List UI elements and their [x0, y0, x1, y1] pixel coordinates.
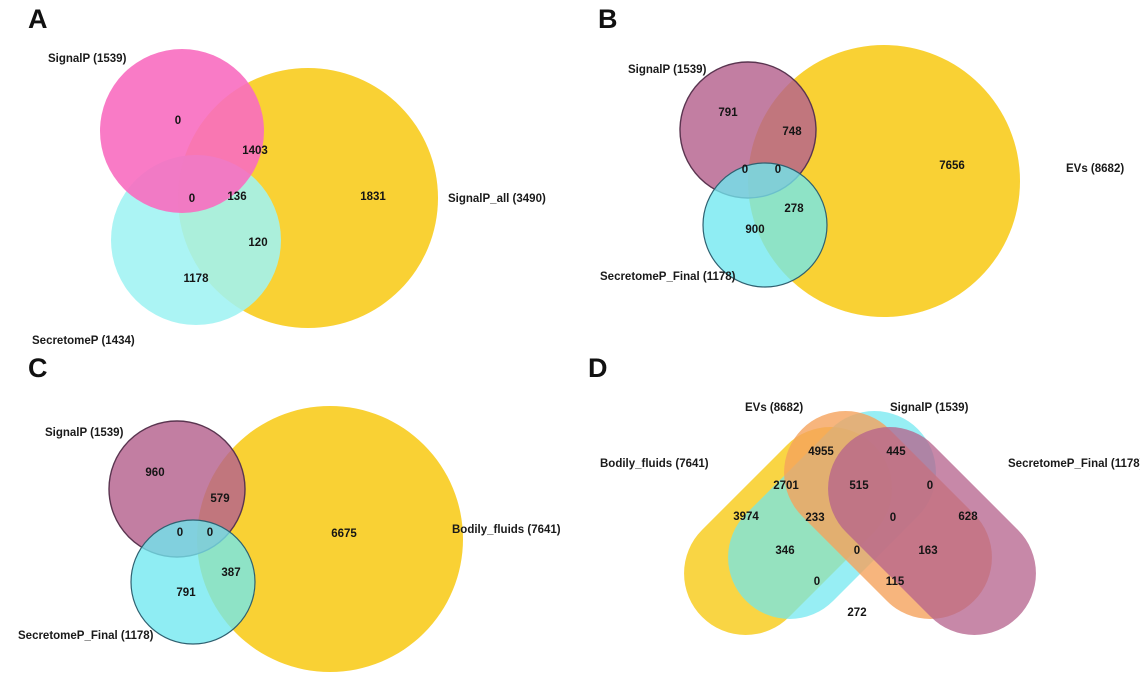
count-secretomep-only: 628: [958, 511, 978, 523]
panel-a: A SignalP (1539) SecretomeP (1434) Signa…: [0, 0, 570, 348]
count-signalp-secretomep: 0: [742, 164, 748, 176]
set-label-secretomep-final: SecretomeP_Final (1178): [1008, 458, 1140, 470]
count-signalp-evs: 748: [782, 126, 802, 138]
set-circle-secretomep-final: [130, 519, 256, 645]
count-secretomep-signalp-all: 120: [248, 237, 267, 249]
count-all-four: 0: [854, 545, 860, 557]
count-bodily-signalp: 346: [775, 545, 794, 557]
count-evs-signalp: 515: [849, 480, 869, 492]
set-label-signalp: SignalP (1539): [890, 402, 969, 414]
count-signalp-secretomep: 0: [189, 193, 195, 205]
venn-diagram-b: SignalP (1539) SecretomeP_Final (1178) E…: [600, 45, 1124, 317]
count-bodily-secretomep: 272: [847, 607, 866, 619]
count-signalp-secretomep: 0: [177, 527, 183, 539]
set-label-bodily-fluids: Bodily_fluids (7641): [452, 524, 561, 536]
count-secretomep-only: 791: [176, 587, 196, 599]
count-bodily-evs-secretomep: 115: [886, 576, 905, 588]
count-signalp-only: 960: [145, 467, 164, 479]
count-signalp-secretomep-bodily: 0: [207, 527, 213, 539]
count-signalp-only: 0: [175, 115, 181, 127]
set-circle-secretomep-final: [702, 162, 828, 288]
venn-diagram-a: SignalP (1539) SecretomeP (1434) SignalP…: [32, 49, 546, 347]
set-label-bodily-fluids: Bodily_fluids (7641): [600, 458, 709, 470]
count-evs-signalp-secretomep: 0: [890, 512, 896, 524]
count-signalp-only: 445: [886, 446, 906, 458]
venn-diagram-d: Bodily_fluids (7641) EVs (8682) SignalP …: [600, 402, 1140, 635]
set-label-signalp: SignalP (1539): [48, 53, 127, 65]
set-label-secretomep-final: SecretomeP_Final (1178): [600, 271, 736, 283]
venn-diagram-c: SignalP (1539) SecretomeP_Final (1178) B…: [18, 406, 561, 672]
set-label-signalp: SignalP (1539): [628, 64, 707, 76]
panel-letter-b: B: [598, 4, 618, 34]
count-signalp-signalp-all: 1403: [242, 145, 268, 157]
count-bodily-only: 3974: [733, 511, 759, 523]
set-label-signalp-all: SignalP_all (3490): [448, 193, 546, 205]
count-bodily-only: 6675: [331, 528, 357, 540]
panel-letter-c: C: [28, 353, 48, 383]
count-signalp-secretomep-signalp-all: 136: [227, 191, 246, 203]
panel-b: B SignalP (1539) SecretomeP_Final (1178)…: [570, 0, 1140, 348]
panel-letter-d: D: [588, 353, 608, 383]
count-signalp-secretomep-evs: 0: [775, 164, 781, 176]
set-circle-signalp: [100, 49, 264, 213]
count-secretomep-evs: 278: [784, 203, 804, 215]
set-circle-bodily-fluids: [197, 406, 463, 672]
count-bodily-evs: 2701: [773, 480, 799, 492]
count-evs-only: 4955: [808, 446, 834, 458]
panel-c: C SignalP (1539) SecretomeP_Final (1178)…: [0, 349, 570, 697]
count-bodily-signalp-secretomep: 0: [814, 576, 820, 588]
count-secretomep-only: 1178: [184, 273, 210, 285]
panel-d: D Bodily_fluids (7641) EVs (8682) Signal…: [570, 349, 1140, 697]
count-signalp-secretomep: 0: [927, 480, 933, 492]
count-signalp-only: 791: [718, 107, 738, 119]
set-label-evs: EVs (8682): [1066, 163, 1124, 175]
set-label-signalp: SignalP (1539): [45, 427, 124, 439]
count-evs-secretomep: 163: [918, 545, 937, 557]
count-evs-only: 7656: [939, 160, 965, 172]
count-bodily-evs-signalp: 233: [805, 512, 824, 524]
set-label-evs: EVs (8682): [745, 402, 803, 414]
count-secretomep-only: 900: [745, 224, 764, 236]
count-signalp-bodily: 579: [210, 493, 229, 505]
panel-letter-a: A: [28, 4, 48, 34]
set-label-secretomep: SecretomeP (1434): [32, 335, 135, 347]
set-shape-secretomep-final: [828, 427, 1036, 635]
count-secretomep-bodily: 387: [221, 567, 240, 579]
count-signalp-all-only: 1831: [360, 191, 386, 203]
set-label-secretomep-final: SecretomeP_Final (1178): [18, 630, 154, 642]
